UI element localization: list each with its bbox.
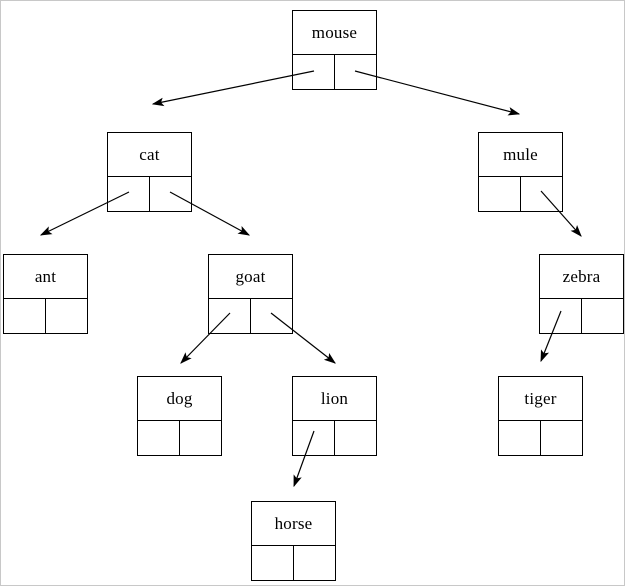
node-pointer-row (293, 55, 376, 89)
right-pointer-cell[interactable] (180, 421, 222, 455)
right-pointer-cell[interactable] (335, 421, 377, 455)
node-label: mouse (293, 11, 376, 55)
node-pointer-row (108, 177, 191, 211)
tree-node-dog[interactable]: dog (137, 376, 222, 456)
tree-node-horse[interactable]: horse (251, 501, 336, 581)
right-pointer-cell[interactable] (582, 299, 624, 333)
left-pointer-cell[interactable] (252, 546, 294, 580)
node-label: tiger (499, 377, 582, 421)
tree-node-goat[interactable]: goat (208, 254, 293, 334)
node-label: zebra (540, 255, 623, 299)
node-pointer-row (479, 177, 562, 211)
node-pointer-row (209, 299, 292, 333)
node-pointer-row (4, 299, 87, 333)
node-label: cat (108, 133, 191, 177)
right-pointer-cell[interactable] (46, 299, 88, 333)
node-label: lion (293, 377, 376, 421)
node-label: goat (209, 255, 292, 299)
left-pointer-cell[interactable] (108, 177, 150, 211)
node-pointer-row (138, 421, 221, 455)
tree-node-zebra[interactable]: zebra (539, 254, 624, 334)
node-pointer-row (499, 421, 582, 455)
left-pointer-cell[interactable] (293, 421, 335, 455)
tree-node-tiger[interactable]: tiger (498, 376, 583, 456)
node-pointer-row (293, 421, 376, 455)
left-pointer-cell[interactable] (4, 299, 46, 333)
node-pointer-row (252, 546, 335, 580)
left-pointer-cell[interactable] (479, 177, 521, 211)
node-label: dog (138, 377, 221, 421)
left-pointer-cell[interactable] (293, 55, 335, 89)
left-pointer-cell[interactable] (540, 299, 582, 333)
right-pointer-cell[interactable] (335, 55, 377, 89)
tree-node-ant[interactable]: ant (3, 254, 88, 334)
right-pointer-cell[interactable] (251, 299, 293, 333)
node-label: ant (4, 255, 87, 299)
node-label: horse (252, 502, 335, 546)
left-pointer-cell[interactable] (138, 421, 180, 455)
right-pointer-cell[interactable] (541, 421, 583, 455)
tree-node-cat[interactable]: cat (107, 132, 192, 212)
edge-mouse-left-to-cat (151, 70, 315, 107)
right-pointer-cell[interactable] (150, 177, 192, 211)
right-pointer-cell[interactable] (521, 177, 563, 211)
node-pointer-row (540, 299, 623, 333)
edge-mouse-right-to-mule (354, 70, 521, 116)
right-pointer-cell[interactable] (294, 546, 336, 580)
tree-node-mouse[interactable]: mouse (292, 10, 377, 90)
left-pointer-cell[interactable] (499, 421, 541, 455)
left-pointer-cell[interactable] (209, 299, 251, 333)
node-label: mule (479, 133, 562, 177)
tree-node-mule[interactable]: mule (478, 132, 563, 212)
tree-node-lion[interactable]: lion (292, 376, 377, 456)
